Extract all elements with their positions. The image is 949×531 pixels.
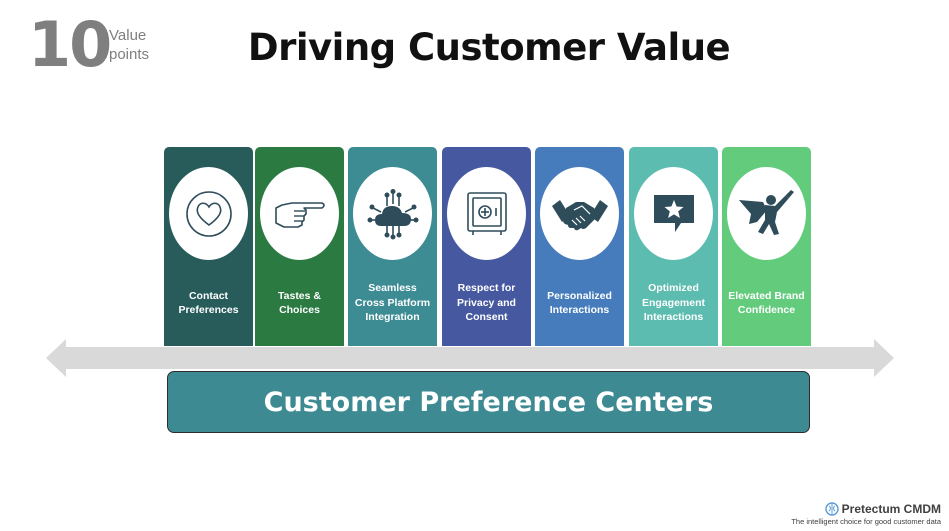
caption-line-2: points [109, 46, 150, 63]
card-brand-confidence: Elevated Brand Confidence [722, 147, 811, 346]
icon-circle [353, 167, 432, 260]
brand-footer: Pretectum CMDM The intelligent choice fo… [791, 502, 941, 526]
icon-circle [727, 167, 806, 260]
card-label: Contact Preferences [178, 289, 239, 317]
card-label: Seamless Cross Platform Integration [354, 282, 431, 324]
card-personalized-interactions: Personalized Interactions [535, 147, 624, 346]
heart-icon [185, 190, 232, 237]
icon-circle [634, 167, 713, 260]
card-label: Respect for Privacy and Consent [457, 282, 516, 324]
icon-circle [540, 167, 619, 260]
card-privacy-consent: Respect for Privacy and Consent [442, 147, 531, 346]
value-count-caption: Value points [109, 26, 149, 64]
card-label: Tastes & Choices [278, 289, 321, 317]
caption-line-1: Value [109, 27, 147, 44]
star-chat-icon [653, 194, 694, 232]
icon-circle [447, 167, 526, 260]
card-seamless-integration: Seamless Cross Platform Integration [348, 147, 437, 346]
card-label: Elevated Brand Confidence [728, 289, 805, 317]
pointing-hand-icon [274, 201, 325, 228]
brand-name: Pretectum CMDM [841, 502, 941, 516]
icon-circle [169, 167, 248, 260]
customer-preference-centers-banner: Customer Preference Centers [167, 371, 810, 433]
cloud-network-icon [367, 188, 418, 239]
safe-icon [466, 191, 507, 235]
icon-circle [260, 167, 339, 260]
double-arrow-icon [46, 339, 894, 377]
card-tastes-choices: Tastes & Choices [255, 147, 344, 346]
card-optimized-engagement: Optimized Engagement Interactions [629, 147, 718, 346]
card-contact-preferences: Contact Preferences [164, 147, 253, 346]
brand-tagline: The intelligent choice for good customer… [791, 517, 941, 526]
handshake-icon [551, 199, 608, 230]
page-title: Driving Customer Value [247, 26, 731, 69]
brand-logo-icon [824, 502, 839, 516]
value-count: 10 [28, 8, 112, 81]
card-label: Personalized Interactions [547, 289, 612, 317]
superhero-icon [738, 189, 794, 235]
card-label: Optimized Engagement Interactions [641, 282, 705, 324]
